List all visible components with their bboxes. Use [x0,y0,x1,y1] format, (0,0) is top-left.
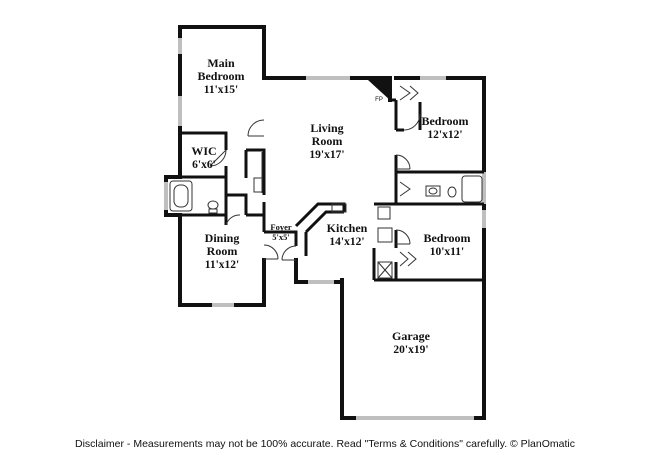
interior-walls [180,98,484,282]
toilet-main [207,200,219,210]
sink-main [253,177,263,193]
room-labels: Main Bedroom 11'x15' WIC 6'x6' Living Ro… [191,56,470,356]
dining-room-label-1: Dining [205,231,240,245]
dining-room-label-2: Room [207,244,238,258]
foyer-label: Foyer [270,222,291,232]
range [377,206,391,220]
kitchen-sink [331,203,347,213]
door-swings [209,113,421,261]
refrigerator [377,261,393,279]
sink-hall [425,185,441,197]
living-room-size: 19'x17' [309,149,344,161]
bathtub-hall [461,175,483,203]
toilet-hall [447,186,457,198]
garage-size: 20'x19' [393,344,428,356]
wic-size: 6'x6' [192,159,216,171]
bedroom-3-size: 10'x11' [430,246,465,258]
fixtures [169,175,483,279]
garage-label: Garage [392,329,431,343]
windows [164,38,486,420]
main-bedroom-label-2: Bedroom [197,69,244,83]
bedroom-2-size: 12'x12' [427,129,462,141]
main-bedroom-label-1: Main [207,56,235,70]
living-room-label-2: Room [312,134,343,148]
dining-room-size: 11'x12' [205,259,240,271]
foyer-size: 5'x5' [272,232,289,242]
bedroom-2-label: Bedroom [421,114,468,128]
kitchen-size: 14'x12' [329,236,364,248]
dishwasher [377,227,393,243]
fireplace-icon [368,80,392,102]
wic-label: WIC [191,144,216,158]
main-bedroom-size: 11'x15' [204,84,239,96]
bathtub-main [169,180,193,212]
kitchen-label: Kitchen [327,221,368,235]
bifold-doors [261,85,419,267]
living-room-label-1: Living [310,121,343,135]
bedroom-3-label: Bedroom [423,231,470,245]
fireplace-label: FP [375,97,383,103]
disclaimer-text: Disclaimer - Measurements may not be 100… [75,438,575,450]
